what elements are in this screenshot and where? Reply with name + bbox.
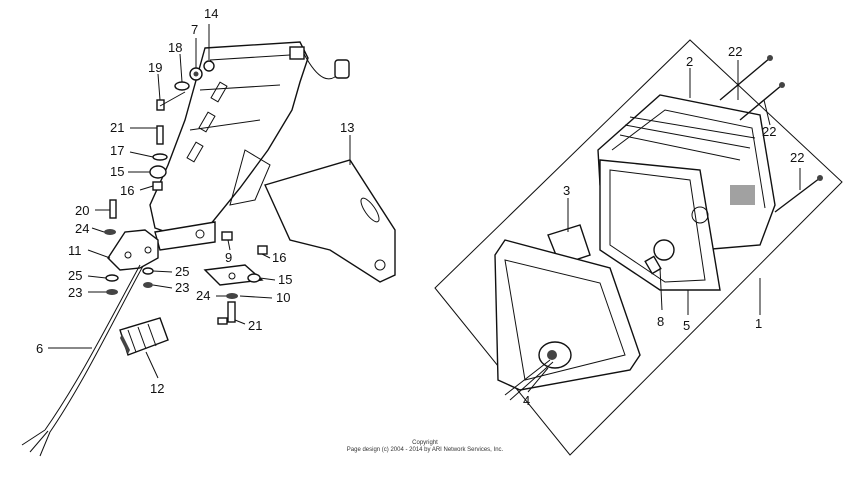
callout-25: 25 bbox=[175, 264, 189, 279]
callout-2: 2 bbox=[686, 54, 693, 69]
callout-11: 11 bbox=[68, 243, 82, 258]
callout-12: 12 bbox=[150, 381, 164, 396]
wire-harness bbox=[21, 264, 144, 457]
callout-1: 1 bbox=[755, 316, 762, 331]
callout-16: 16 bbox=[120, 183, 134, 198]
callout-10: 10 bbox=[276, 290, 290, 305]
callout-13: 13 bbox=[340, 120, 354, 135]
callout-3: 3 bbox=[563, 183, 570, 198]
callout-6: 6 bbox=[36, 341, 43, 356]
callout-5: 5 bbox=[683, 318, 690, 333]
callout-23: 23 bbox=[175, 280, 189, 295]
callout-15: 15 bbox=[110, 164, 124, 179]
callout-25: 25 bbox=[68, 268, 82, 283]
callout-20: 20 bbox=[75, 203, 89, 218]
mounting-screws bbox=[719, 55, 823, 213]
callout-9: 9 bbox=[225, 250, 232, 265]
tail-light-housing bbox=[494, 94, 776, 401]
callout-19: 19 bbox=[148, 60, 162, 75]
callout-4: 4 bbox=[523, 393, 530, 408]
callout-14: 14 bbox=[204, 6, 218, 21]
copyright-line-1: Copyright bbox=[412, 440, 438, 446]
leader-lines bbox=[48, 24, 801, 393]
assembly-outline bbox=[434, 39, 843, 456]
callout-23: 23 bbox=[68, 285, 82, 300]
copyright-line-2: Page design (c) 2004 - 2014 by ARI Netwo… bbox=[346, 447, 504, 453]
callout-16: 16 bbox=[272, 250, 286, 265]
callout-15: 15 bbox=[278, 272, 292, 287]
callout-22: 22 bbox=[728, 44, 742, 59]
callout-18: 18 bbox=[168, 40, 182, 55]
callout-labels: 14 7 18 19 21 13 17 15 16 20 24 11 9 16 … bbox=[36, 6, 804, 408]
callout-7: 7 bbox=[191, 22, 198, 37]
callout-22: 22 bbox=[790, 150, 804, 165]
tail-light-bracket bbox=[104, 41, 396, 325]
callout-17: 17 bbox=[110, 143, 124, 158]
callout-24: 24 bbox=[196, 288, 210, 303]
callout-21: 21 bbox=[110, 120, 124, 135]
callout-22: 22 bbox=[762, 124, 776, 139]
callout-24: 24 bbox=[75, 221, 89, 236]
callout-8: 8 bbox=[657, 314, 664, 329]
rubber-grommet bbox=[119, 317, 169, 356]
callout-21: 21 bbox=[248, 318, 262, 333]
